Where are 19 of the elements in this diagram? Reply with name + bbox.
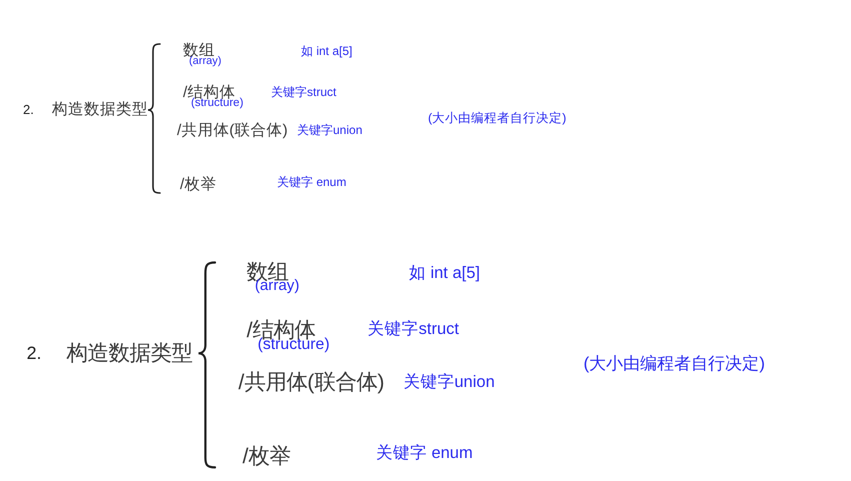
keyword-note: 关键字union (403, 372, 495, 392)
list-number: 2. (23, 102, 34, 118)
keyword-note: 关键字 enum (277, 176, 346, 190)
example-note: 如 int a[5] (408, 264, 480, 283)
keyword-note: 关键字union (297, 124, 362, 138)
type-name: /共用体(联合体) (238, 370, 384, 394)
category-heading: 构造数据类型 (52, 101, 148, 119)
example-note: 如 int a[5] (301, 45, 352, 59)
side-note: (大小由编程者自行决定) (428, 110, 566, 126)
keyword-note: 关键字struct (271, 86, 336, 100)
type-name: /枚举 (180, 176, 216, 194)
list-number: 2. (26, 342, 42, 364)
keyword-note: 关键字struct (368, 320, 459, 340)
keyword-note: 关键字 enum (376, 444, 473, 464)
type-name: /枚举 (242, 444, 290, 469)
type-name: /共用体(联合体) (177, 122, 288, 140)
english-term: (structure) (191, 97, 244, 111)
category-heading: 构造数据类型 (66, 340, 192, 366)
side-note: (大小由编程者自行决定) (584, 354, 765, 374)
